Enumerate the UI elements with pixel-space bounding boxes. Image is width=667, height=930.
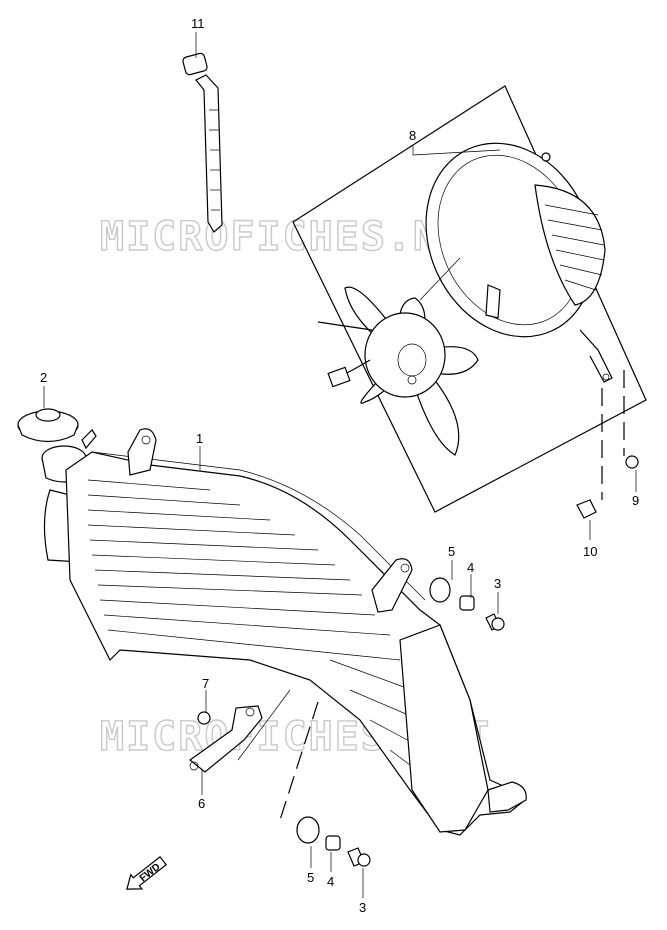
cushion-right (429, 577, 451, 603)
callout-7: 7 (202, 676, 209, 691)
callout-10: 10 (583, 544, 597, 559)
leader-lines (43, 32, 637, 898)
cable-clamp (182, 52, 223, 233)
forward-arrow-icon (126, 856, 168, 890)
collar-right (459, 595, 475, 611)
callout-11: 11 (191, 16, 205, 31)
callout-4-right: 4 (467, 560, 474, 575)
fan-motor (364, 312, 446, 398)
callout-2: 2 (40, 370, 47, 385)
bracket-bolt-icon (197, 711, 211, 725)
callout-5-bottom: 5 (307, 870, 314, 885)
fan-assembly (292, 85, 647, 513)
callout-3-right: 3 (494, 576, 501, 591)
mount-bottom (296, 816, 371, 867)
callout-5-right: 5 (448, 544, 455, 559)
nut-icon (576, 499, 597, 519)
callout-3-bottom: 3 (359, 900, 366, 915)
cushion-bottom (296, 816, 320, 844)
callout-8: 8 (409, 128, 416, 143)
mount-right (429, 577, 505, 631)
fan-bolt-icon (625, 455, 639, 469)
radiator-cap (17, 408, 79, 443)
radiator-upper-bracket (127, 428, 157, 476)
callout-9: 9 (632, 493, 639, 508)
callout-4-bottom: 4 (327, 874, 334, 889)
fan-blades (344, 286, 479, 456)
radiator-right-bracket (371, 558, 413, 613)
shroud-tab (485, 284, 501, 319)
collar-bottom (325, 835, 341, 851)
shroud-arm (579, 329, 613, 383)
radiator-fins (87, 479, 431, 781)
fan-connector (327, 366, 351, 388)
forward-direction-indicator: FWD (126, 856, 168, 890)
top-screw-icon (541, 152, 551, 162)
fan-assembly-box (292, 85, 647, 513)
fan-hardware (576, 455, 639, 519)
radiator (41, 428, 527, 836)
callout-1: 1 (196, 431, 203, 446)
lower-bracket (189, 705, 263, 773)
fan-motor-grille (534, 184, 606, 306)
callout-6: 6 (198, 796, 205, 811)
radiator-side-tank (399, 624, 489, 833)
